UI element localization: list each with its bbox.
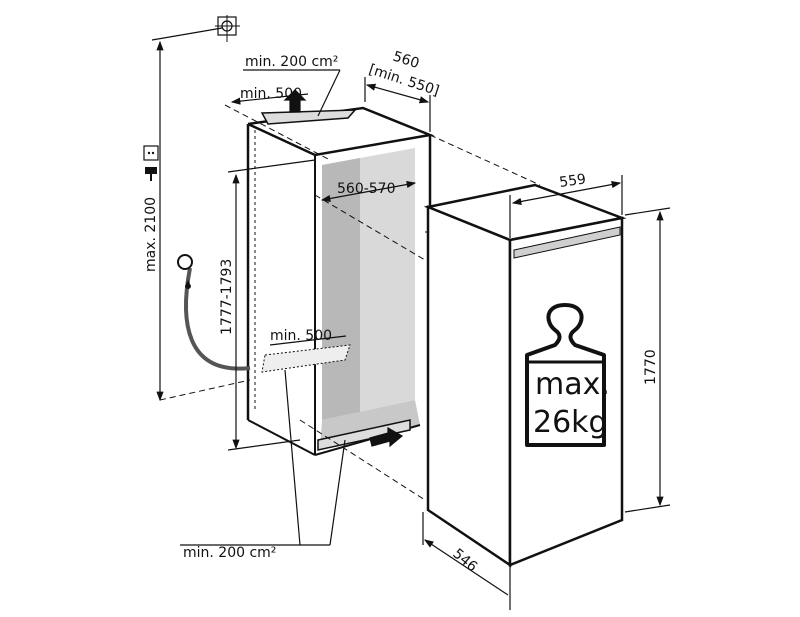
max-height-label: max. 2100 — [143, 197, 159, 272]
appliance — [423, 183, 627, 568]
inner-width-label: 560-570 — [337, 181, 396, 197]
max-weight-label: max. — [535, 367, 610, 402]
top-depth-label: min. 500 — [240, 86, 302, 102]
power-symbols — [143, 15, 240, 181]
water-connection — [177, 254, 251, 371]
dimension-lines — [151, 27, 671, 610]
water-drop-icon — [185, 280, 191, 289]
appliance-height-label: 1770 — [643, 349, 659, 385]
niche-height-label: 1777-1793 — [219, 259, 235, 335]
airflow-in-arrow-icon — [369, 426, 404, 448]
niche — [246, 106, 435, 456]
appliance-depth-label: 546 — [449, 546, 480, 575]
bottom-depth-label: min. 500 — [270, 328, 332, 344]
plug-icon — [145, 167, 157, 181]
weight-icon — [525, 303, 606, 447]
max-weight-value: 26kg — [533, 405, 608, 440]
niche-width-label: 560 — [391, 49, 421, 72]
water-tap-icon — [177, 254, 193, 270]
bottom-vent — [317, 419, 411, 451]
socket-icon — [143, 145, 159, 161]
top-vent-area-label: min. 200 cm² — [245, 54, 338, 70]
projection-lines — [159, 104, 541, 501]
appliance-width-label: 559 — [558, 171, 587, 191]
top-vent — [260, 109, 357, 125]
bottom-vent-area-label: min. 200 cm² — [183, 545, 276, 561]
airflow-up-arrow-icon — [283, 89, 307, 113]
